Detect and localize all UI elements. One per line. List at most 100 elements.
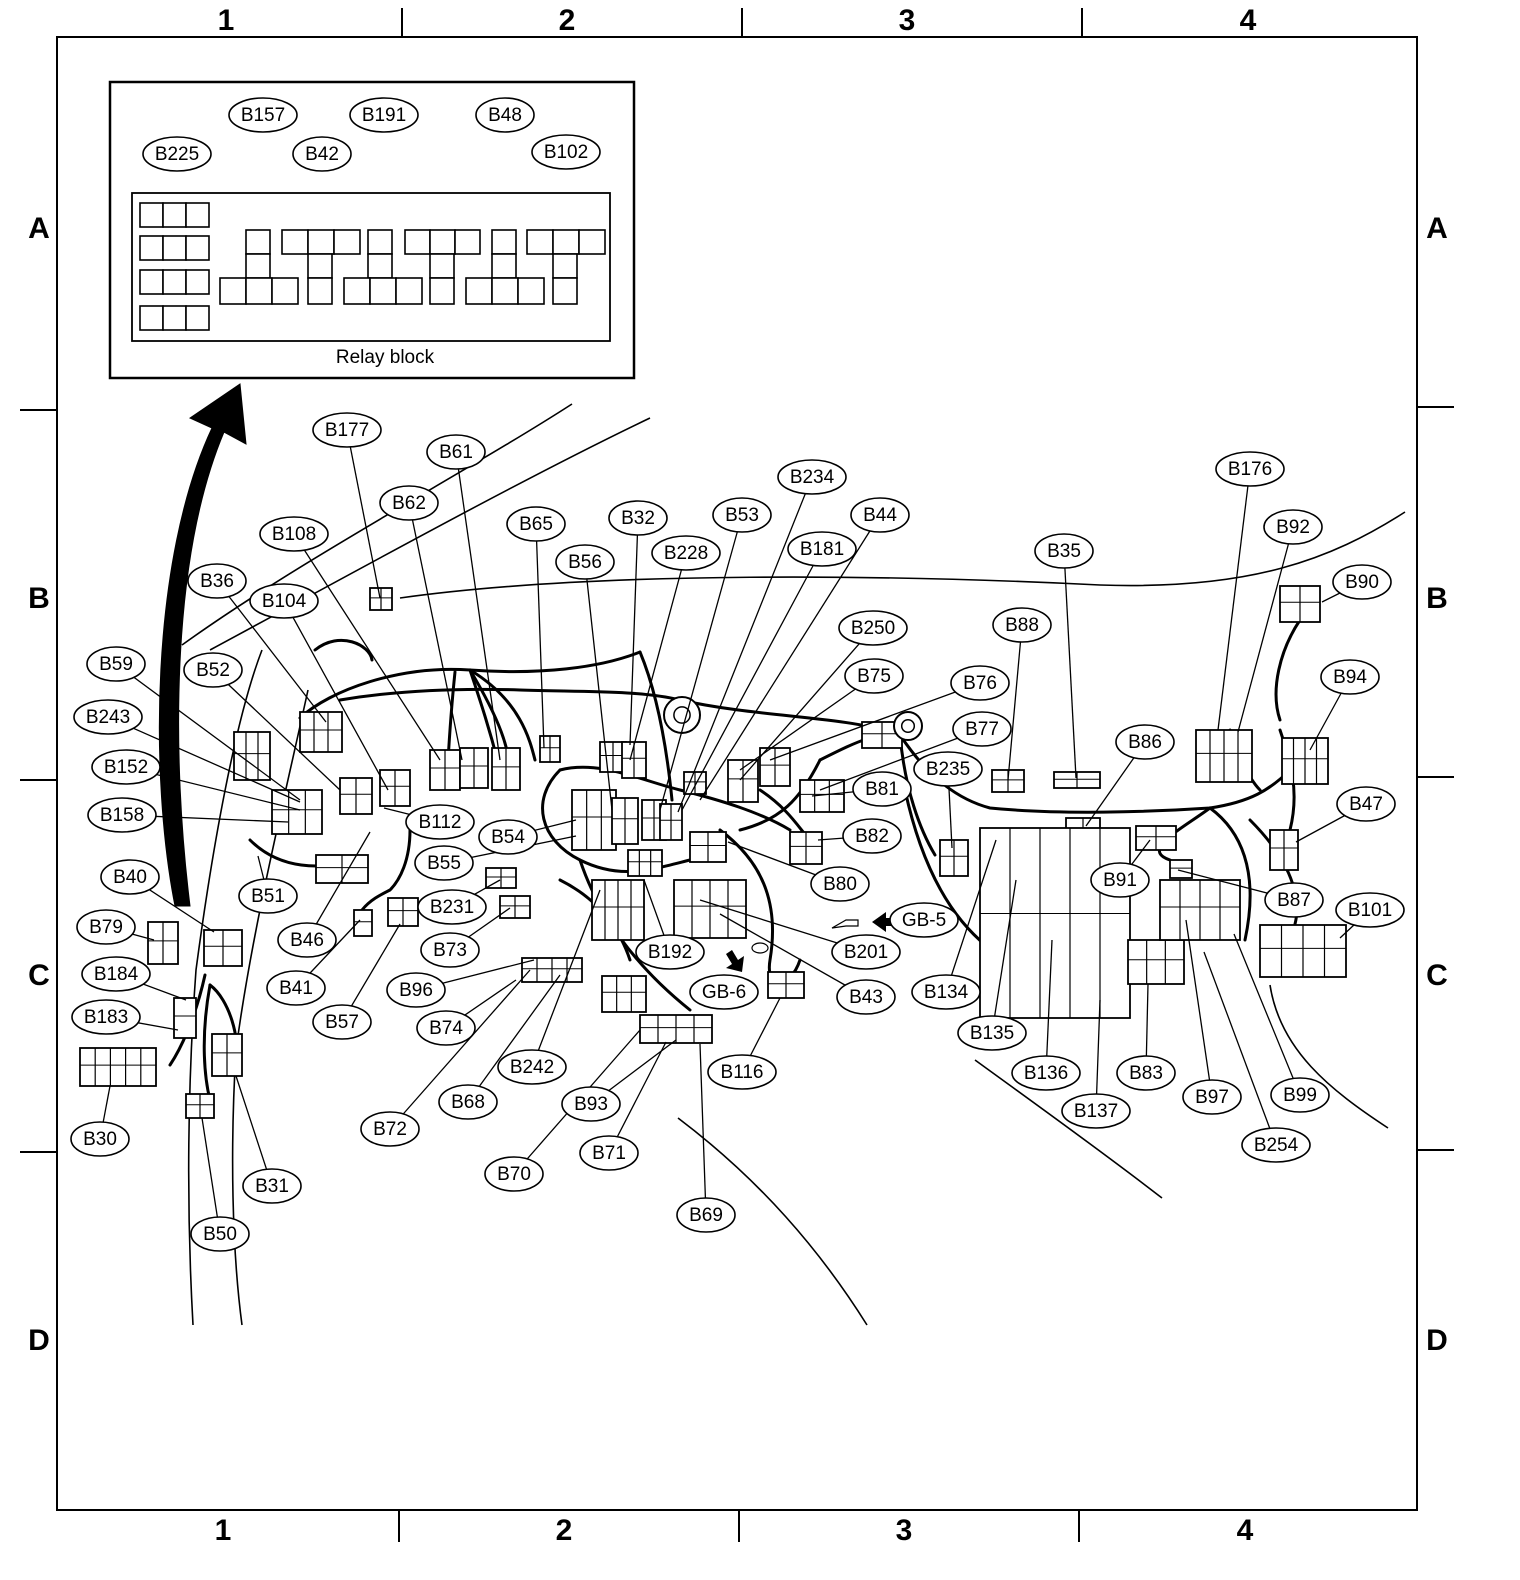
svg-text:B31: B31 <box>255 1176 289 1197</box>
leader-line <box>608 1041 667 1154</box>
svg-text:B243: B243 <box>86 707 130 728</box>
svg-text:B71: B71 <box>592 1143 626 1164</box>
connector-label-b90: B90 <box>1332 564 1392 600</box>
svg-text:B137: B137 <box>1074 1101 1118 1122</box>
grid-row-label-right: B <box>1426 582 1448 615</box>
svg-text:B48: B48 <box>488 105 522 126</box>
leader-line <box>819 728 983 791</box>
grid-row-label-right: A <box>1426 212 1448 245</box>
leader-line <box>699 1043 707 1216</box>
ground-arrow-icon <box>872 912 900 932</box>
leader-line <box>1045 939 1053 1074</box>
connector-body <box>1127 939 1185 985</box>
connector-label-b92: B92 <box>1263 509 1323 545</box>
inset-label-b102: B102 <box>531 134 601 170</box>
connector-label-b136: B136 <box>1011 1055 1081 1091</box>
inset-label-b48: B48 <box>475 97 535 133</box>
leader-lines <box>99 133 1371 1235</box>
svg-text:B41: B41 <box>279 978 313 999</box>
connector-label-b112: B112 <box>405 804 475 840</box>
svg-text:B52: B52 <box>196 660 230 681</box>
svg-text:B108: B108 <box>272 524 316 545</box>
relay-slot <box>162 235 187 261</box>
leader-line <box>659 514 743 811</box>
svg-text:B82: B82 <box>855 826 889 847</box>
connector-label-b97: B97 <box>1182 1079 1242 1115</box>
leader-line <box>945 839 997 993</box>
ground-label-gb-5: GB-5 <box>889 902 959 938</box>
svg-text:B81: B81 <box>865 779 899 800</box>
connector-label-b152: B152 <box>91 749 161 785</box>
svg-text:B74: B74 <box>429 1018 463 1039</box>
svg-text:B57: B57 <box>325 1012 359 1033</box>
harness-components <box>79 383 1347 1119</box>
svg-text:B56: B56 <box>568 552 602 573</box>
grommet-symbol <box>893 711 923 741</box>
connector-label-b65: B65 <box>506 506 566 542</box>
relay-slot <box>245 229 271 255</box>
connector-label-b250: B250 <box>838 610 908 646</box>
svg-text:B80: B80 <box>823 874 857 895</box>
leader-line <box>1185 919 1213 1098</box>
svg-text:B184: B184 <box>94 964 139 985</box>
connector-label-b134: B134 <box>911 974 981 1010</box>
svg-text:B90: B90 <box>1345 572 1379 593</box>
connector-body <box>147 921 179 965</box>
connector-label-b44: B44 <box>850 497 910 533</box>
connector-label-b74: B74 <box>416 1010 476 1046</box>
connector-body <box>621 741 647 779</box>
svg-text:B44: B44 <box>863 505 897 526</box>
connector-label-b32: B32 <box>608 500 668 536</box>
connector-label-b87: B87 <box>1264 882 1324 918</box>
harness-wire <box>313 638 374 662</box>
connector-body <box>639 1014 713 1044</box>
relay-slot <box>429 229 456 255</box>
leader-line <box>1217 468 1251 731</box>
connector-label-b31: B31 <box>242 1168 302 1204</box>
svg-text:B43: B43 <box>849 987 883 1008</box>
connector-body <box>369 587 393 611</box>
connector-label-b234: B234 <box>777 459 847 495</box>
svg-text:B83: B83 <box>1129 1063 1163 1084</box>
svg-text:B158: B158 <box>100 805 144 826</box>
svg-text:B53: B53 <box>725 505 759 526</box>
relay-slot <box>491 229 517 255</box>
connector-body <box>939 839 969 877</box>
connector-label-b46: B46 <box>277 922 337 958</box>
connector-label-b73: B73 <box>420 932 480 968</box>
connector-label-b54: B54 <box>478 819 538 855</box>
leader-line <box>467 974 561 1103</box>
connector-body <box>789 831 823 865</box>
connector-label-b79: B79 <box>76 909 136 945</box>
leader-line <box>991 879 1017 1034</box>
connector-body <box>991 769 1025 793</box>
relay-slot <box>162 305 187 331</box>
svg-text:B88: B88 <box>1005 615 1039 636</box>
leader-line <box>677 476 813 813</box>
relay-slot <box>139 269 164 295</box>
svg-text:B73: B73 <box>433 940 467 961</box>
connector-label-b228: B228 <box>651 535 721 571</box>
ground-label-gb-6: GB-6 <box>689 974 759 1010</box>
grid-row-label-right: D <box>1426 1324 1448 1357</box>
leader-line <box>1233 933 1301 1096</box>
connector-body <box>1279 585 1321 623</box>
relay-slot <box>552 229 580 255</box>
relay-slot <box>281 229 309 255</box>
grid-row-label-left: D <box>28 1324 50 1357</box>
svg-text:B254: B254 <box>1254 1135 1299 1156</box>
relay-block-body <box>131 192 611 342</box>
connector-label-b254: B254 <box>1241 1127 1311 1163</box>
connector-body <box>611 797 639 845</box>
leader-line <box>107 716 301 803</box>
connector-body <box>683 771 707 795</box>
connector-label-b231: B231 <box>417 889 487 925</box>
connector-label-b184: B184 <box>81 956 151 992</box>
relay-slot <box>139 235 164 261</box>
svg-text:B47: B47 <box>1349 794 1383 815</box>
relay-slot <box>162 202 187 228</box>
connector-label-b108: B108 <box>259 516 329 552</box>
connector-body <box>353 909 373 937</box>
svg-text:B192: B192 <box>648 942 692 963</box>
